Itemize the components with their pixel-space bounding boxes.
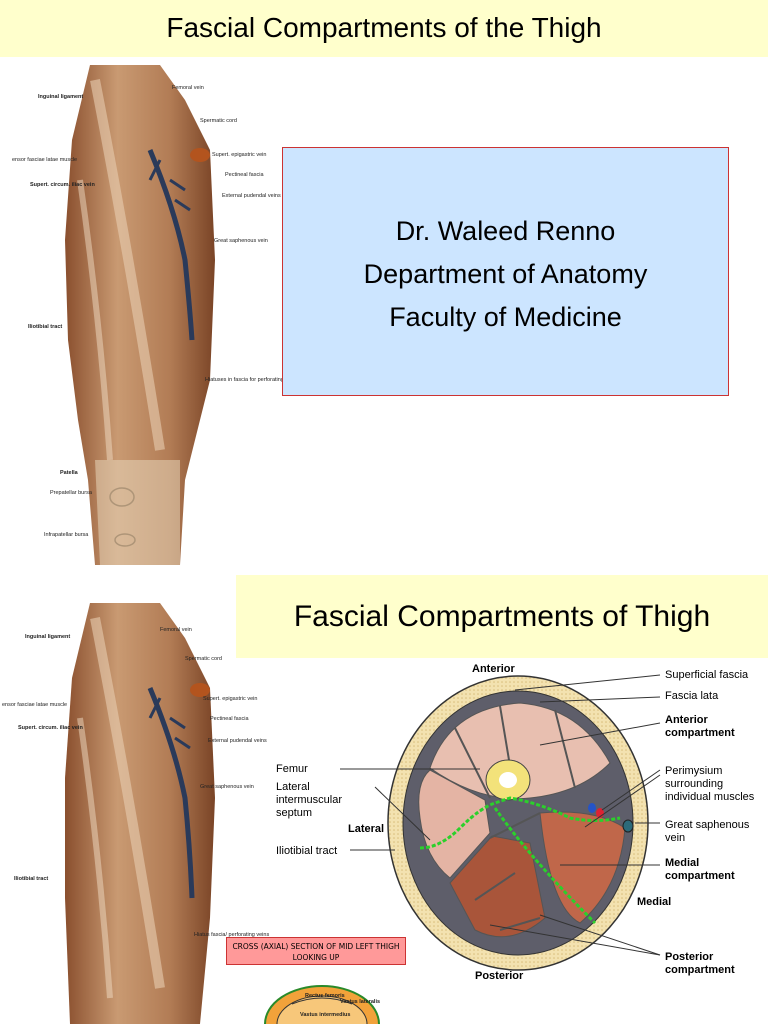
- fig1-label-spermatic: Spermatic cord: [200, 118, 237, 124]
- fig1-label-supert-circum: Supert. circum. iliac vein: [30, 182, 95, 188]
- author-name: Dr. Waleed Renno: [395, 216, 616, 246]
- fig1-label-supert-epi: Supert. epigastric vein: [212, 152, 267, 158]
- faculty: Faculty of Medicine: [389, 302, 622, 332]
- fig1-label-hiatuses: Hiatuses in fascia for perforating veins: [205, 377, 299, 383]
- fig1-label-pectineal: Pectineal fascia: [225, 172, 264, 178]
- fig2-label-femoral-vein: Femoral vein: [160, 627, 192, 633]
- xs-femur: Femur: [276, 763, 308, 775]
- fig2-label-supert-epi: Supert. epigastric vein: [203, 696, 258, 702]
- xs-superficial-fascia: Superficial fascia: [665, 669, 749, 681]
- fig1-label-iliotibial: Iliotibial tract: [28, 324, 63, 330]
- xs-medial-compartment: Medial compartment: [665, 857, 735, 882]
- fig2-label-tensor: ensor fasciae latae muscle: [2, 702, 68, 708]
- xs-posterior-compartment: Posterior compartment: [665, 951, 735, 976]
- slide2-title-bar: [236, 575, 768, 658]
- xs-great-saphenous: Great saphenous vein: [665, 819, 750, 844]
- department: Department of Anatomy: [363, 259, 648, 289]
- xs-medial: Medial: [637, 896, 672, 908]
- thigh-anatomy-figure-2: [65, 603, 215, 1024]
- fig1-label-prepatellar: Prepatellar bursa: [50, 490, 92, 496]
- fig1-label-femoral-vein: Femoral vein: [172, 85, 204, 91]
- fig1-label-inguinal: Inguinal ligament: [38, 94, 84, 100]
- fig1-label-patella: Patella: [60, 470, 78, 476]
- fig2-label-inguinal: Inguinal ligament: [25, 634, 71, 640]
- xs-posterior: Posterior: [475, 970, 524, 982]
- slide2-title: Fascial Compartments of Thigh: [293, 600, 711, 633]
- fig2-label-hiatus: Hiatus fascia/ perforating veins: [194, 932, 270, 938]
- fig2-label-pectineal: Pectineal fascia: [210, 716, 249, 722]
- mini-label-vastus-lat: Vastus lateralis: [340, 999, 381, 1005]
- fig2-label-great-saph: Great saphenous vein: [200, 784, 254, 790]
- thigh-anatomy-figure-1: [65, 65, 215, 565]
- fig1-label-tensor: ensor fasciae latae muscle: [12, 157, 78, 163]
- cross-section-leader-lines: [340, 674, 661, 956]
- fig1-label-great-saph: Great saphenous vein: [214, 238, 268, 244]
- slide1-title-bar: [0, 0, 768, 57]
- fig1-label-ext-pudendal: External pudendal veins: [222, 193, 281, 199]
- xs-fascia-lata: Fascia lata: [665, 690, 719, 702]
- xs-anterior: Anterior: [472, 663, 515, 675]
- fig1-label-infrapatellar: Infrapatellar bursa: [44, 532, 89, 538]
- fig2-label-ext-pudendal: External pudendal veins: [208, 738, 267, 744]
- mini-label-rectus: Rectus femoris: [305, 993, 345, 999]
- fig2-label-iliotibial: Iliotibial tract: [14, 876, 49, 882]
- xs-anterior-compartment: Anterior compartment: [665, 714, 735, 739]
- thigh-cross-section-diagram: [387, 675, 649, 971]
- fig2-label-supert-circum: Supert. circum. iliac vein: [18, 725, 83, 731]
- xs-iliotibial: Iliotibial tract: [276, 845, 338, 857]
- mini-cross-section: [264, 985, 380, 1024]
- fig2-label-spermatic: Spermatic cord: [185, 656, 222, 662]
- mini-label-vastus-int: Vastus intermedius: [300, 1012, 351, 1018]
- author-info-box: Dr. Waleed Renno Department of Anatomy F…: [282, 147, 729, 396]
- xs-lateral: Lateral: [348, 823, 385, 835]
- slide1-title: Fascial Compartments of the Thigh: [166, 12, 602, 43]
- cross-section-caption: CROSS (AXIAL) SECTION OF MID LEFT THIGH …: [226, 937, 406, 965]
- xs-lateral-septum: Lateral intermuscular septum: [276, 781, 343, 819]
- xs-perimysium: Perimysium surrounding individual muscle…: [665, 765, 755, 803]
